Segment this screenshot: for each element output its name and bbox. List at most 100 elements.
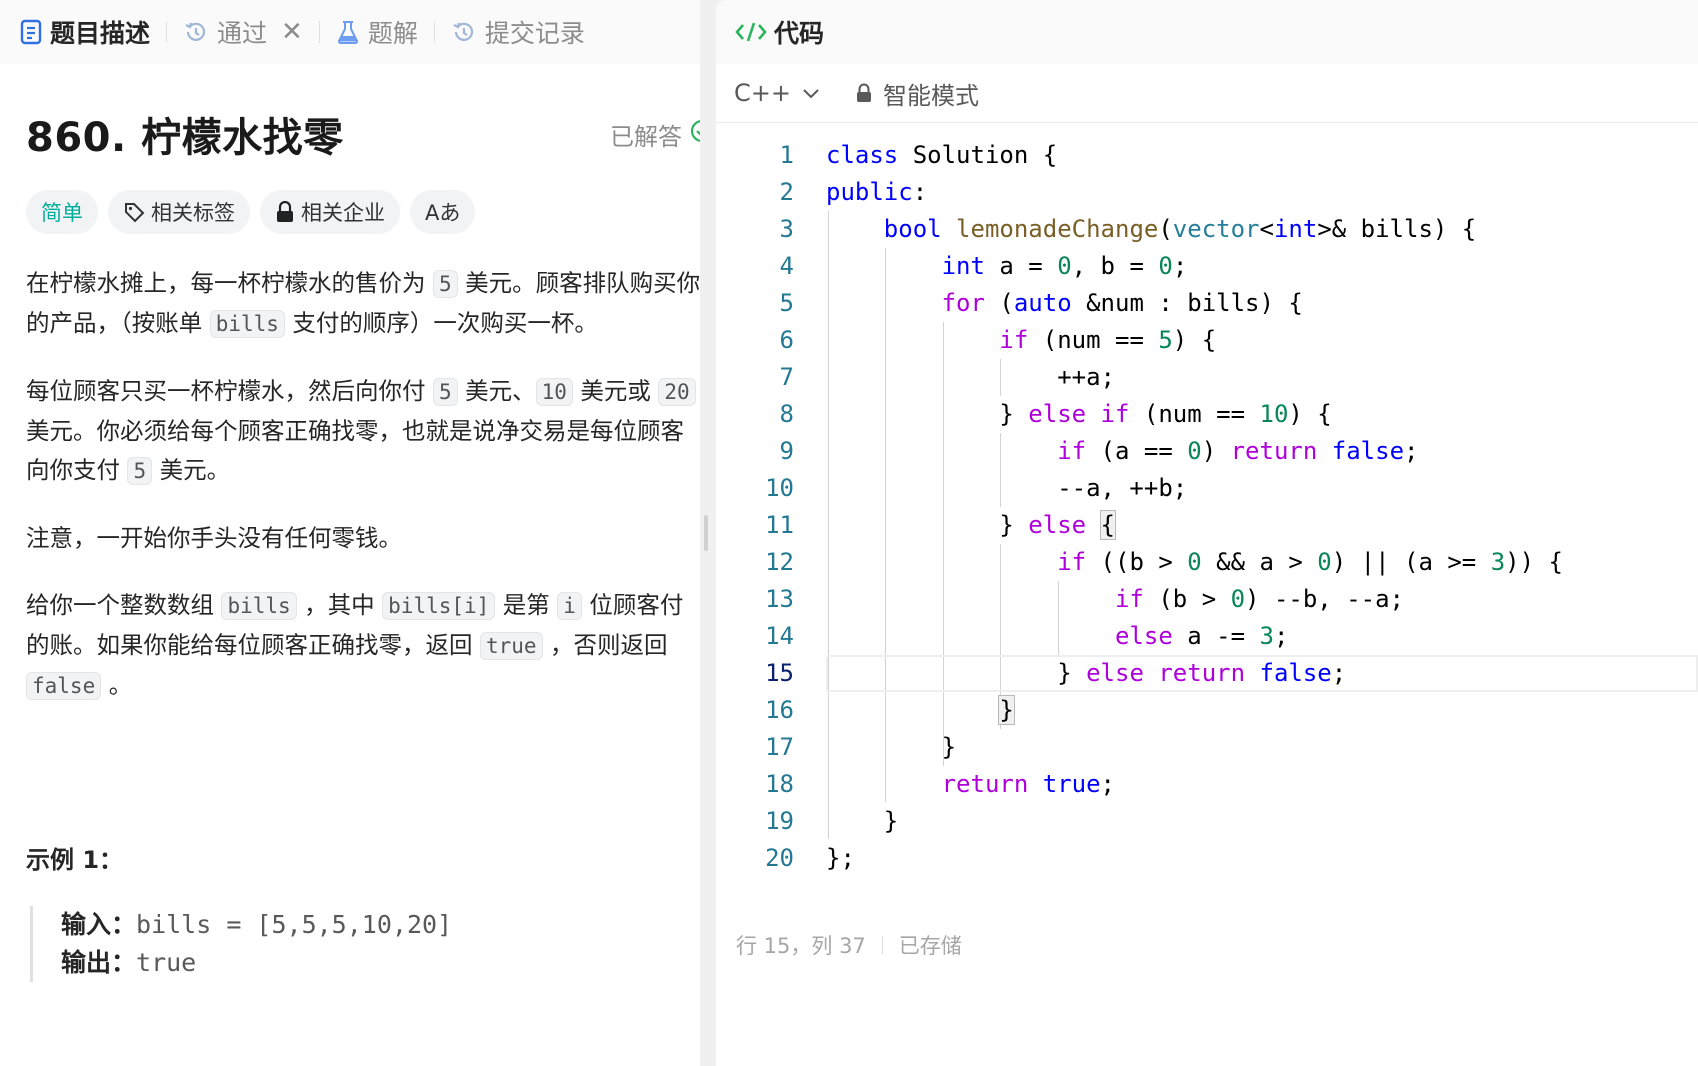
indent-guide xyxy=(1000,544,1001,729)
editor-status-bar: 行 15，列 37 已存储 xyxy=(736,930,962,960)
inline-code: i xyxy=(557,592,582,620)
line-number: 15 xyxy=(765,659,794,687)
related-companies-button[interactable]: 相关企业 xyxy=(260,190,400,234)
problem-title-row: 860. 柠檬水找零 已解答 xyxy=(26,104,700,164)
related-companies-label: 相关企业 xyxy=(301,201,385,225)
code-line[interactable]: 7 ++a; xyxy=(716,359,1698,396)
code-line[interactable]: 20}; xyxy=(716,840,1698,877)
line-number: 5 xyxy=(779,289,794,317)
code-line[interactable]: 12 if ((b > 0 && a > 0) || (a >= 3)) { xyxy=(716,544,1698,581)
code-text: } xyxy=(826,807,899,835)
code-line[interactable]: 3 bool lemonadeChange(vector<int>& bills… xyxy=(716,211,1698,248)
example-output-label: 输出： xyxy=(61,948,137,977)
code-line[interactable]: 15 } else return false; xyxy=(716,655,1698,692)
panel-resize-handle[interactable] xyxy=(704,515,708,551)
related-tags-button[interactable]: 相关标签 xyxy=(108,190,250,234)
line-number: 2 xyxy=(779,178,794,206)
code-line[interactable]: 5 for (auto &num : bills) { xyxy=(716,285,1698,322)
example-input: 输入：bills = [5,5,5,10,20] xyxy=(61,906,452,944)
tab-divider xyxy=(433,21,435,43)
line-number: 1 xyxy=(779,141,794,169)
description-paragraph: 给你一个整数数组 bills ，其中 bills[i] 是第 i 位顾客付的账。… xyxy=(26,586,700,706)
indent-guide xyxy=(1058,581,1059,655)
code-line[interactable]: 4 int a = 0, b = 0; xyxy=(716,248,1698,285)
code-line[interactable]: 19 } xyxy=(716,803,1698,840)
code-panel-header: 代码 xyxy=(716,0,1698,64)
solved-status: 已解答 xyxy=(610,117,700,152)
history-icon xyxy=(451,19,477,45)
close-icon[interactable]: ✕ xyxy=(281,17,303,47)
line-number: 14 xyxy=(765,622,794,650)
tag-row: 简单 相关标签 相关企业 Aあ xyxy=(26,190,476,234)
code-text: if ((b > 0 && a > 0) || (a >= 3)) { xyxy=(1057,548,1563,576)
code-text: } else { xyxy=(826,510,1117,540)
text-span: 美元、 xyxy=(457,377,536,405)
translate-icon: Aあ xyxy=(425,201,461,225)
code-line[interactable]: 2 public: xyxy=(716,174,1698,211)
text-span: 支付的顺序）一次购买一杯。 xyxy=(284,309,598,337)
code-line[interactable]: 9 if (a == 0) return false; xyxy=(716,433,1698,470)
tab-description[interactable]: 题目描述 xyxy=(20,0,150,64)
line-number: 11 xyxy=(765,511,794,539)
code-text: public: xyxy=(826,178,928,206)
indent-guide xyxy=(828,211,829,839)
tab-solutions[interactable]: 题解 xyxy=(336,0,418,64)
difficulty-badge[interactable]: 简单 xyxy=(26,190,98,234)
code-text: ++a; xyxy=(826,363,1115,391)
indent-guide xyxy=(885,248,886,802)
example-title: 示例 1： xyxy=(26,846,124,874)
chevron-down-icon xyxy=(801,86,821,100)
tab-divider xyxy=(318,21,320,43)
smart-mode-toggle[interactable]: 智能模式 xyxy=(855,76,979,111)
inline-code: 5 xyxy=(127,457,153,485)
code-text: } xyxy=(998,695,1015,725)
code-line[interactable]: 8 } else if (num == 10) { xyxy=(716,396,1698,433)
code-text: }; xyxy=(826,844,855,872)
text-span: 位顾客付的账。如果你能给每位顾客正确找零，返回 xyxy=(26,591,684,659)
indent-guide xyxy=(1000,433,1001,507)
inline-code: bills xyxy=(209,310,285,338)
text-span: ，其中 xyxy=(296,591,383,619)
inline-code: true xyxy=(479,632,543,660)
inline-code: 20 xyxy=(658,378,696,406)
cursor-position: 行 15，列 37 xyxy=(736,934,866,958)
tab-submissions[interactable]: 提交记录 xyxy=(451,0,585,64)
font-toggle-button[interactable]: Aあ xyxy=(410,190,476,234)
example-input-label: 输入： xyxy=(61,910,137,939)
tab-submissions-label: 提交记录 xyxy=(484,19,585,48)
code-text: if (num == 5) { xyxy=(999,326,1217,354)
language-label: C++ xyxy=(734,79,791,107)
line-number: 20 xyxy=(765,844,794,872)
tab-description-label: 题目描述 xyxy=(50,19,151,48)
inline-code: bills xyxy=(221,592,297,620)
solved-status-label: 已解答 xyxy=(610,122,682,151)
line-number: 16 xyxy=(765,696,794,724)
text-span: 每位顾客只买一杯柠檬水，然后向你付 xyxy=(26,377,433,405)
code-text: } else if (num == 10) { xyxy=(826,400,1332,428)
code-line[interactable]: 16 } xyxy=(716,692,1698,729)
tag-icon xyxy=(123,201,145,223)
code-line[interactable]: 18 return true; xyxy=(716,766,1698,803)
line-number: 12 xyxy=(765,548,794,576)
code-line[interactable]: 11 } else { xyxy=(716,507,1698,544)
smart-mode-label: 智能模式 xyxy=(882,81,979,110)
language-select[interactable]: C++ xyxy=(734,79,821,107)
text-span: 美元。 xyxy=(152,456,231,484)
inline-code: 10 xyxy=(535,378,573,406)
tab-accepted[interactable]: 通过 ✕ xyxy=(183,0,303,64)
example-block: 输入：bills = [5,5,5,10,20] 输出：true xyxy=(30,906,452,982)
code-text: if (a == 0) return false; xyxy=(1057,437,1419,465)
inline-code: false xyxy=(26,672,102,700)
inline-code: 5 xyxy=(432,378,458,406)
code-text: else a -= 3; xyxy=(1114,622,1289,650)
description-paragraph: 每位顾客只买一杯柠檬水，然后向你付 5 美元、10 美元或 20 美元。你必须给… xyxy=(26,372,700,491)
text-span: 美元。顾客排队购买你的产品，（按账单 xyxy=(26,269,700,337)
code-line[interactable]: 13 if (b > 0) --b, --a; xyxy=(716,581,1698,618)
code-line[interactable]: 6 if (num == 5) { xyxy=(716,322,1698,359)
inline-code: bills[i] xyxy=(382,592,496,620)
code-line[interactable]: 17 } xyxy=(716,729,1698,766)
code-line[interactable]: 10 --a, ++b; xyxy=(716,470,1698,507)
code-line[interactable]: 14 else a -= 3; xyxy=(716,618,1698,655)
